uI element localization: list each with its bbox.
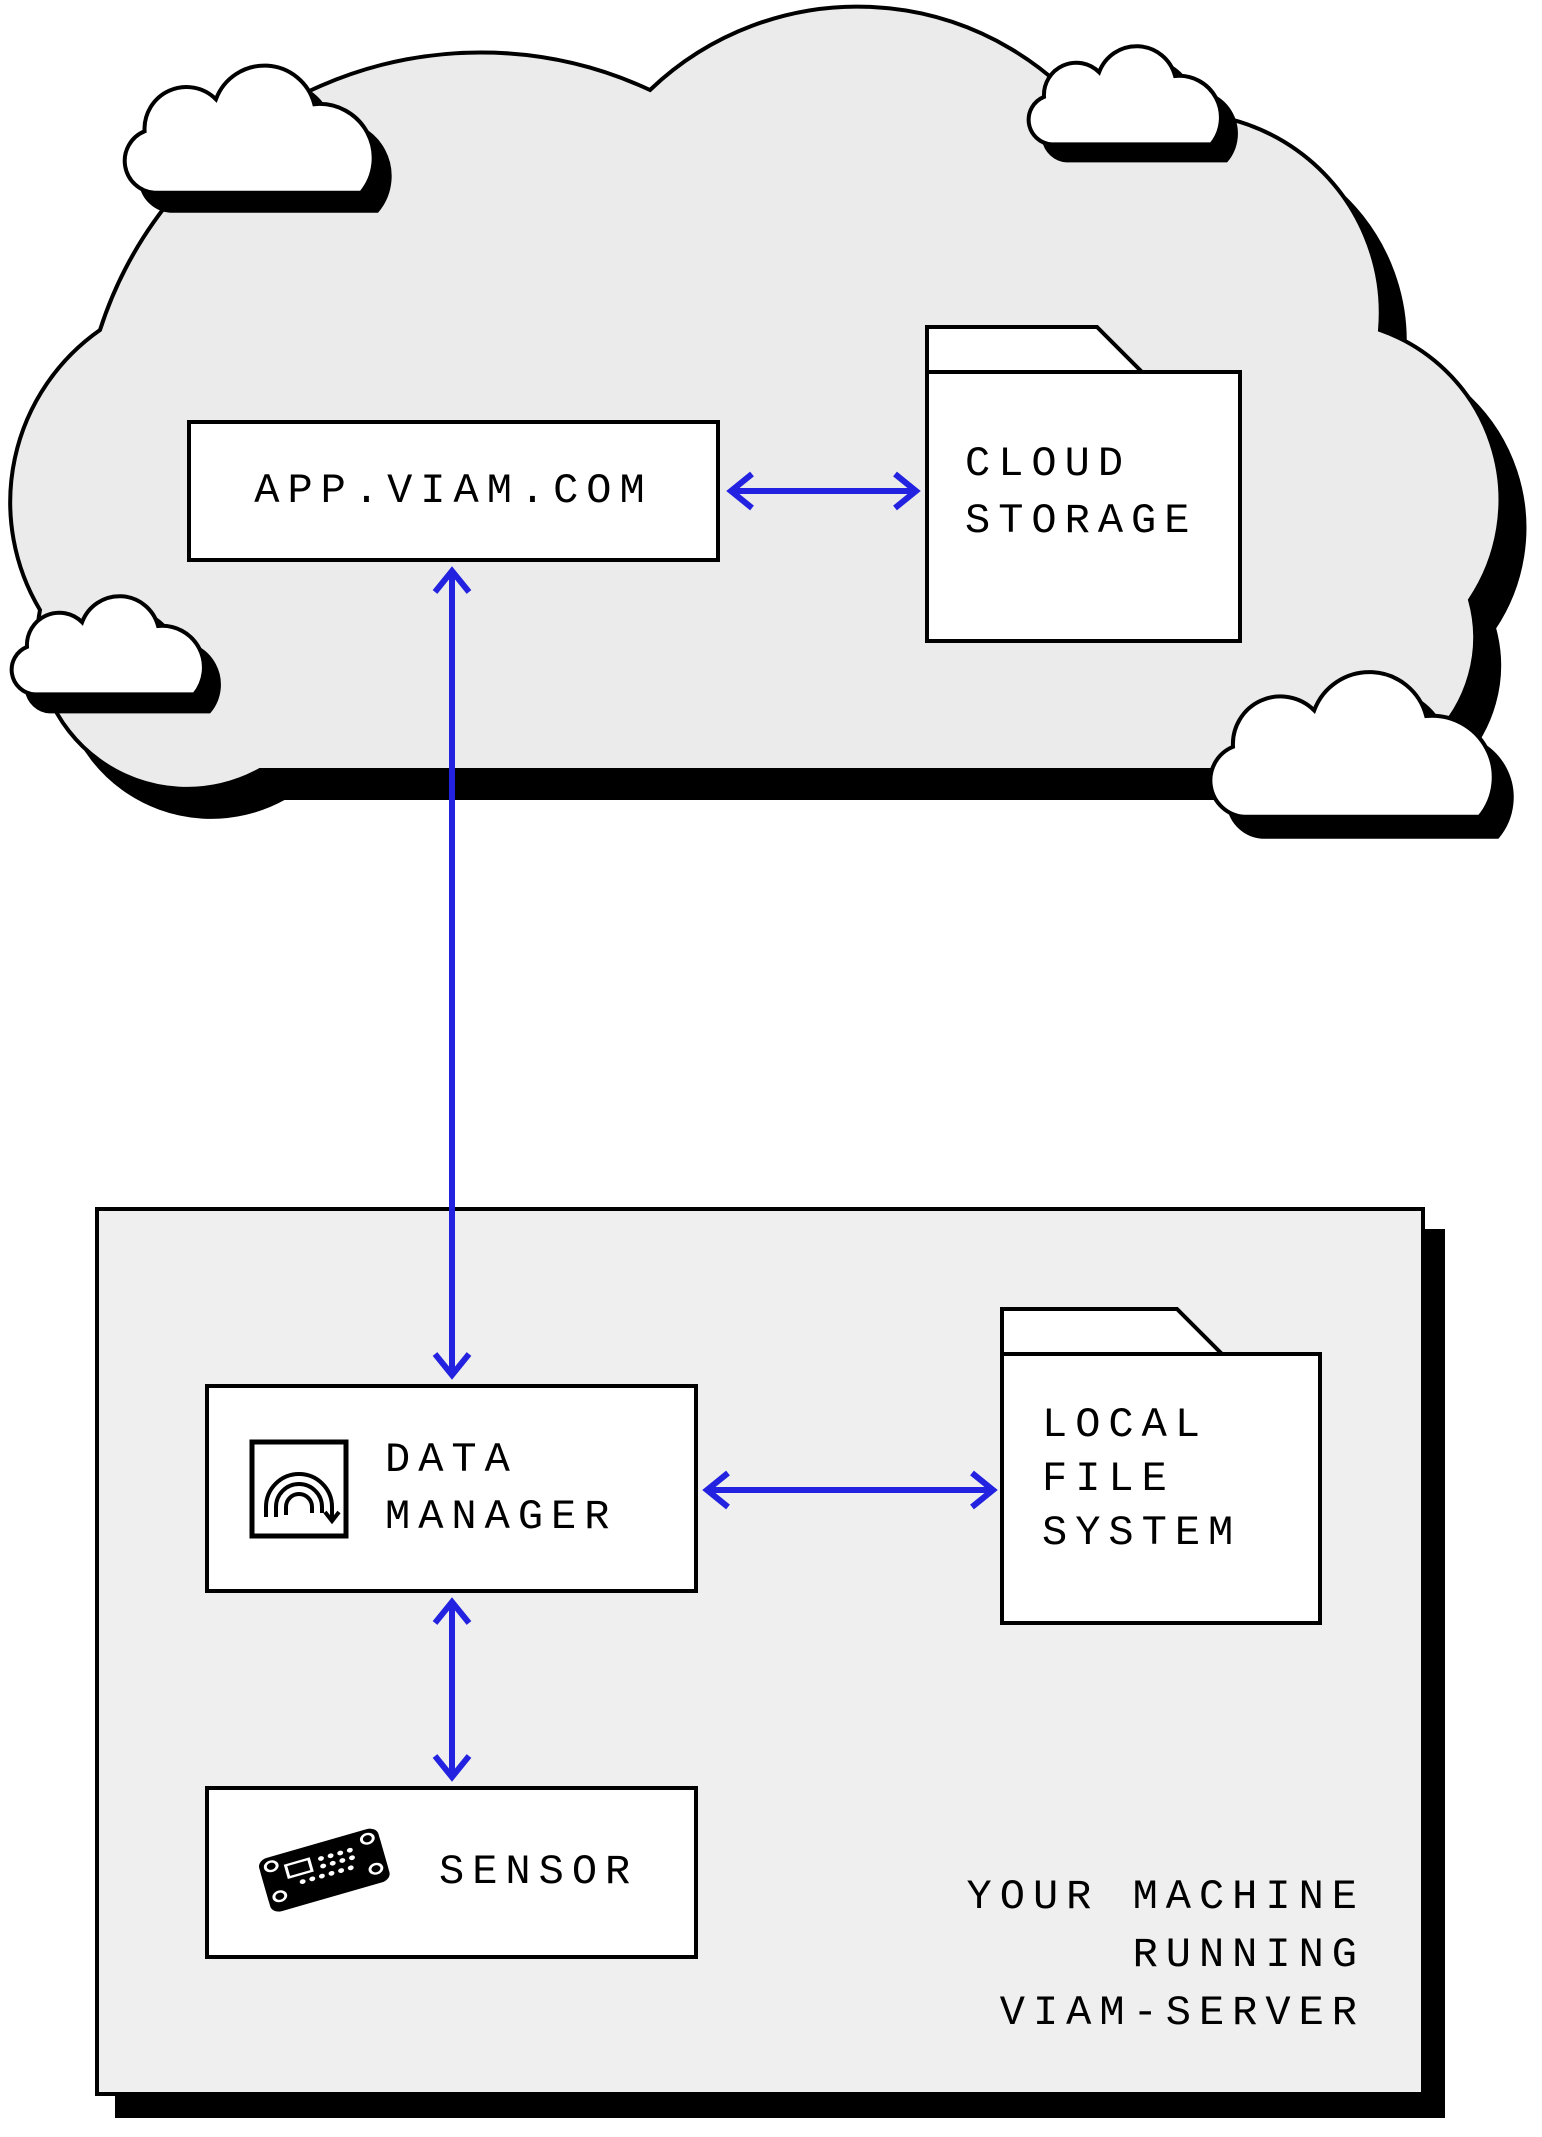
label-line: FILE (1042, 1455, 1175, 1503)
machine-caption: YOUR MACHINE RUNNING VIAM-SERVER (967, 1868, 1365, 2042)
app-viam-com-box: APP.VIAM.COM (187, 420, 720, 562)
arrow-app-cloud-storage (726, 471, 921, 511)
caption-line: RUNNING (1132, 1931, 1365, 1979)
data-manager-box: DATA MANAGER (205, 1384, 698, 1593)
label-line: SYSTEM (1042, 1509, 1242, 1557)
small-cloud-shadow (1041, 60, 1238, 163)
small-cloud-left (9, 594, 206, 697)
data-manager-icon (249, 1439, 349, 1538)
label-line: STORAGE (965, 497, 1198, 545)
label-line: MANAGER (385, 1492, 618, 1541)
small-cloud-shadow (24, 611, 221, 714)
local-file-system-label: LOCAL FILE SYSTEM (1042, 1398, 1241, 1560)
small-cloud-top-right (1026, 44, 1223, 147)
label-line: DATA (385, 1435, 518, 1484)
caption-line: YOUR MACHINE (966, 1873, 1365, 1921)
small-cloud-bottom-right (1210, 672, 1493, 817)
cloud-storage-label: CLOUD STORAGE (965, 436, 1197, 550)
main-cloud-shape (8, 4, 1503, 791)
small-cloud-shadow (141, 84, 390, 211)
sensor-label: SENSOR (439, 1848, 639, 1896)
caption-line: VIAM-SERVER (999, 1989, 1365, 2037)
small-cloud-top-left (125, 66, 374, 193)
sensor-box: SENSOR (205, 1786, 698, 1959)
sensor-chip-icon (259, 1828, 390, 1912)
data-manager-label: DATA MANAGER (385, 1432, 617, 1546)
small-cloud-shadow (1228, 692, 1511, 837)
label-line: LOCAL (1042, 1401, 1209, 1449)
app-viam-com-label: APP.VIAM.COM (254, 466, 653, 515)
label-line: CLOUD (965, 440, 1132, 488)
